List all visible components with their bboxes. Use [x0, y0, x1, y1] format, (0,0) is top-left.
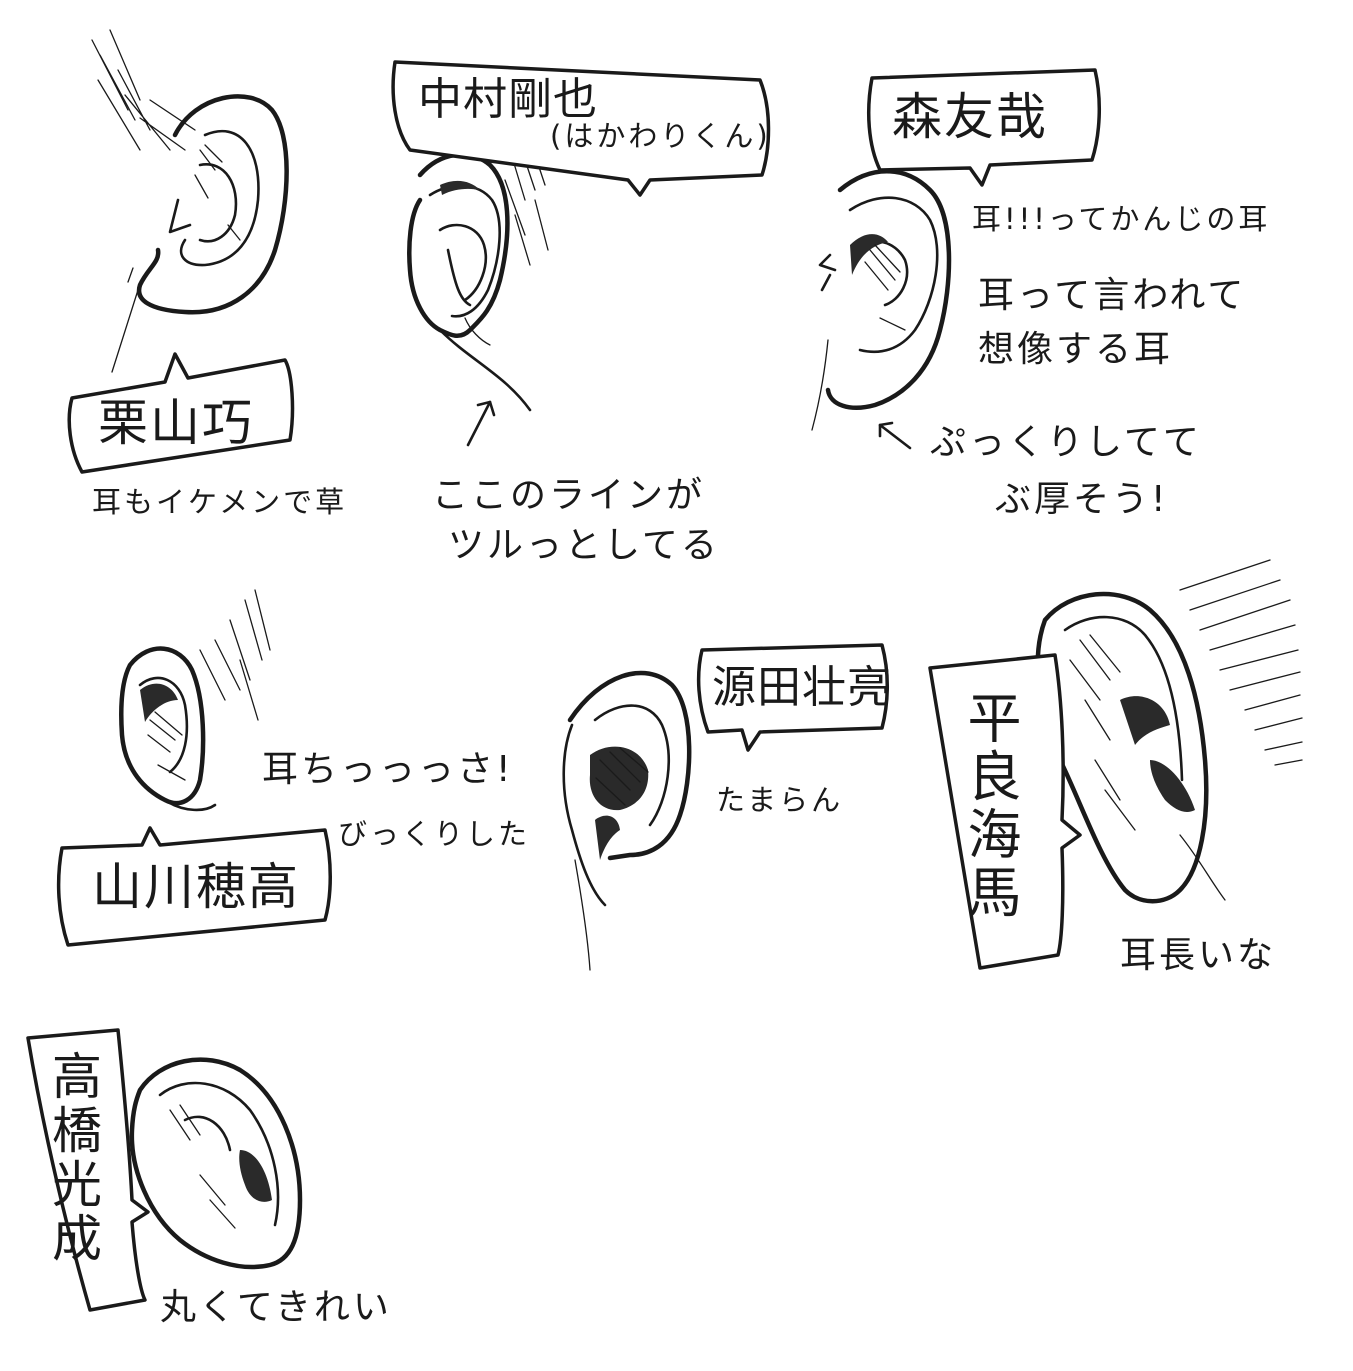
name-label-takahashi: 高橋光成 — [44, 1050, 102, 1266]
speech-bubble-mori — [867, 68, 1102, 187]
arrow-up-right-icon — [466, 400, 496, 447]
ear-drawing-mori — [811, 169, 952, 431]
speech-bubble-taira — [928, 653, 1082, 970]
note-yamakawa-line1: 耳ちっっっさ! — [262, 749, 514, 790]
ear-drawing-takahashi — [129, 1057, 303, 1270]
speech-bubble-yamakawa — [56, 826, 332, 947]
note-takahashi: 丸くてきれい — [160, 1287, 392, 1328]
name-label-genda: 源田壮亮 — [712, 662, 892, 713]
ear-drawing-kuriyama — [91, 29, 289, 373]
note-mori-line5: ぶ厚そう! — [995, 479, 1169, 520]
note-mori-line4: ぷっくりしてて — [930, 422, 1202, 463]
name-label-nakamura: 中村剛也 — [418, 74, 598, 125]
note-mori-line3: 想像する耳 — [978, 329, 1174, 370]
speech-bubble-nakamura — [391, 60, 771, 197]
name-label-taira: 平良海馬 — [958, 690, 1021, 922]
arrow-up-left-icon — [878, 421, 912, 450]
speech-bubble-takahashi — [26, 1028, 150, 1312]
speech-bubble-kuriyama — [67, 352, 295, 474]
speech-bubble-genda — [696, 643, 889, 752]
name-label-kuriyama: 栗山巧 — [98, 394, 254, 452]
note-genda: たまらん — [716, 783, 844, 817]
ear-drawing-taira — [1035, 559, 1303, 904]
ear-drawing-genda — [562, 670, 692, 971]
name-label-mori: 森友哉 — [892, 88, 1048, 146]
ear-drawing-yamakawa — [119, 589, 271, 812]
note-nakamura-line1: ここのラインが — [432, 475, 706, 516]
note-taira: 耳長いな — [1120, 935, 1277, 976]
note-yamakawa-line2: びっくりした — [338, 817, 531, 851]
subname-nakamura: (はかわりくん) — [550, 119, 771, 153]
note-mori-line2: 耳って言われて — [978, 275, 1247, 316]
note-kuriyama: 耳もイケメンで草 — [92, 485, 348, 519]
note-nakamura-line2: ツルっとしてる — [448, 525, 720, 566]
note-mori-line1: 耳!!!ってかんじの耳 — [972, 202, 1271, 236]
ear-drawing-nakamura — [407, 139, 549, 412]
name-label-yamakawa: 山川穂高 — [92, 858, 300, 916]
